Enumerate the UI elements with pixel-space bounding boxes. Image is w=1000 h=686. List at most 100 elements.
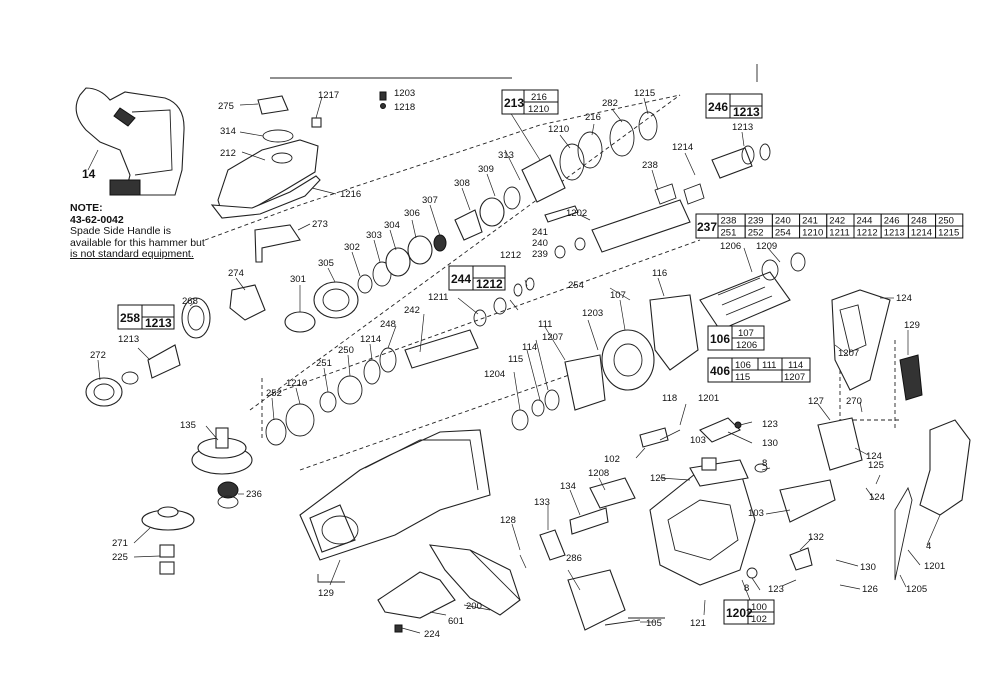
kit-237-cell-text: 241 bbox=[802, 216, 818, 227]
kit-237-cell-text: 254 bbox=[775, 228, 791, 239]
label-124-a: 124 bbox=[896, 293, 912, 304]
label-270: 225 bbox=[112, 552, 128, 563]
label-238: 238 bbox=[642, 160, 658, 171]
label-123-b: 130 bbox=[860, 562, 876, 573]
svg-text:258: 258 bbox=[120, 311, 140, 325]
svg-text:1210: 1210 bbox=[528, 104, 549, 115]
label-275: 275 bbox=[218, 101, 234, 112]
label-1203: 1203 bbox=[394, 88, 415, 99]
label-1214-b: 1214 bbox=[360, 334, 381, 345]
label-114: 114 bbox=[522, 342, 537, 353]
label-127: 270 bbox=[846, 396, 862, 407]
label-1204: 1204 bbox=[484, 369, 505, 380]
label-302: 302 bbox=[344, 242, 360, 253]
label-1205: 1201 bbox=[924, 561, 945, 572]
kit-box-100: 1202 100 102 bbox=[723, 599, 775, 625]
label-14: 14 bbox=[82, 167, 96, 181]
svg-text:213: 213 bbox=[504, 96, 524, 110]
label-240: 240 bbox=[532, 238, 548, 249]
kit-237-cell-text: 252 bbox=[748, 228, 764, 239]
kit-237-cell-text: 239 bbox=[748, 216, 764, 227]
main-housing bbox=[299, 429, 491, 561]
svg-text:114: 114 bbox=[788, 360, 803, 371]
svg-text:406: 406 bbox=[710, 364, 730, 378]
svg-text:106: 106 bbox=[710, 332, 730, 346]
label-103: 123 bbox=[762, 419, 778, 430]
label-1213-a: 1213 bbox=[118, 334, 139, 345]
label-1217: 1217 bbox=[318, 90, 339, 101]
clutch-parts bbox=[141, 506, 195, 575]
kit-box-406: 406 106 111 114 115 1207 bbox=[707, 357, 811, 383]
note-line-1: Spade Side Handle is bbox=[70, 225, 171, 237]
label-1208-b: 8 bbox=[744, 583, 749, 594]
svg-text:1206: 1206 bbox=[736, 340, 757, 351]
label-274: 274 bbox=[228, 268, 244, 279]
label-1203-b: 1203 bbox=[582, 308, 603, 319]
label-130-b: 132 bbox=[808, 532, 824, 543]
label-107: 107 bbox=[610, 290, 626, 301]
label-601: 200 bbox=[466, 601, 482, 612]
label-305: 305 bbox=[318, 258, 334, 269]
kit-237-cell-text: 242 bbox=[829, 216, 845, 227]
svg-text:100: 100 bbox=[751, 602, 767, 613]
svg-text:1202: 1202 bbox=[726, 606, 753, 620]
label-268: 268 bbox=[182, 296, 198, 307]
label-1218: 1218 bbox=[394, 102, 415, 113]
kit-box-246: 246 1213 bbox=[705, 93, 763, 119]
note-line-3: is not standard equipment. bbox=[70, 248, 194, 260]
kit-box-213: 213 216 1210 bbox=[501, 89, 559, 115]
label-307: 307 bbox=[422, 195, 438, 206]
kit-237-cell-text: 1214 bbox=[911, 228, 932, 239]
label-1211: 1211 bbox=[428, 292, 448, 303]
label-309: 309 bbox=[478, 164, 494, 175]
rear-handle bbox=[779, 289, 971, 581]
label-123-a: 1201 bbox=[698, 393, 719, 404]
label-128: 133 bbox=[534, 497, 550, 508]
kit-237-cell-text: 244 bbox=[857, 216, 873, 227]
label-134: 1208 bbox=[588, 468, 609, 479]
svg-text:1207: 1207 bbox=[784, 372, 805, 383]
center-shaft bbox=[265, 277, 699, 446]
note-heading: NOTE: bbox=[70, 202, 103, 214]
kit-237-cell-text: 248 bbox=[911, 216, 927, 227]
label-124-b: 4 bbox=[926, 541, 931, 552]
label-239: 239 bbox=[532, 249, 548, 260]
label-314: 314 bbox=[220, 126, 236, 137]
spade-side-handle bbox=[75, 87, 185, 196]
top-cover bbox=[210, 91, 387, 321]
label-1210-b: 1210 bbox=[286, 378, 307, 389]
label-121: 105 bbox=[646, 618, 662, 629]
label-126: 125 bbox=[868, 460, 884, 471]
kit-237-cell-text: 1213 bbox=[884, 228, 905, 239]
svg-text:246: 246 bbox=[708, 100, 728, 114]
kit-box-244: 244 1212 bbox=[448, 265, 506, 291]
label-1202-b: 121 bbox=[690, 618, 706, 629]
label-301: 301 bbox=[290, 274, 306, 285]
kit-237-cell-text: 1210 bbox=[802, 228, 823, 239]
large-gear bbox=[191, 427, 253, 509]
label-1213-b: 1213 bbox=[732, 122, 753, 133]
kit-237-cell-text: 250 bbox=[938, 216, 954, 227]
label-286: 224 bbox=[424, 629, 440, 640]
svg-text:216: 216 bbox=[531, 92, 547, 103]
label-303: 303 bbox=[366, 230, 382, 241]
label-118: 127 bbox=[808, 396, 824, 407]
kit-box-106: 106 107 1206 bbox=[707, 325, 765, 351]
label-313: 313 bbox=[498, 150, 514, 161]
label-1212-a: 1212 bbox=[500, 250, 521, 261]
label-306: 306 bbox=[404, 208, 420, 219]
svg-text:237: 237 bbox=[697, 220, 717, 234]
label-135: 129 bbox=[904, 320, 920, 331]
label-241: 241 bbox=[532, 227, 548, 238]
label-1215: 1215 bbox=[634, 88, 655, 99]
drill-bit bbox=[428, 544, 521, 616]
label-200: 129 bbox=[318, 588, 334, 599]
label-129-a: 1207 bbox=[838, 348, 859, 359]
svg-text:1213: 1213 bbox=[733, 105, 760, 119]
label-1216: 1216 bbox=[340, 189, 361, 200]
label-225: 271 bbox=[112, 538, 128, 549]
svg-text:102: 102 bbox=[751, 614, 767, 625]
armature bbox=[699, 252, 806, 331]
label-132: 103 bbox=[748, 508, 764, 519]
spindle-parts bbox=[85, 111, 771, 407]
